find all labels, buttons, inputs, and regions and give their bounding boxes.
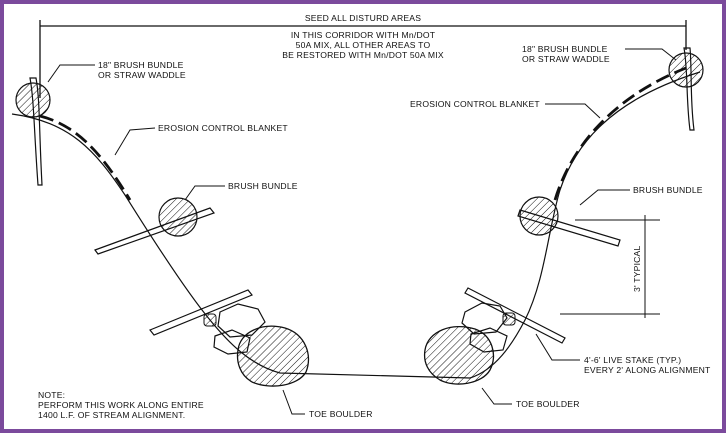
erosion-blanket-right [553, 66, 687, 201]
left-toe-boulder [236, 325, 310, 387]
note-line1: PERFORM THIS WORK ALONG ENTIRE [38, 400, 204, 410]
left-bundle-label-line1: 18" BRUSH BUNDLE [98, 60, 184, 70]
ground-profile [11, 71, 701, 379]
live-stake-label-line2: EVERY 2' ALONG ALIGNMENT [584, 365, 711, 375]
seed-note-line3: 50A MIX, ALL OTHER AREAS TO [296, 40, 431, 50]
left-top-brush-bundle [15, 77, 51, 186]
toe-boulder-left-label: TOE BOULDER [309, 409, 373, 419]
right-live-stake [464, 287, 566, 344]
right-mid-brush-bundle [517, 196, 621, 247]
left-live-stake [149, 289, 253, 336]
seed-note-line1: SEED ALL DISTURD AREAS [305, 13, 421, 23]
left-brush-label: BRUSH BUNDLE [228, 181, 298, 191]
note-title: NOTE: [38, 390, 65, 400]
seed-note-line2: IN THIS CORRIDOR WITH Mn/DOT [291, 30, 436, 40]
note-line2: 1400 L.F. OF STREAM ALIGNMENT. [38, 410, 185, 420]
left-mid-brush-bundle [94, 197, 215, 255]
right-blanket-label: EROSION CONTROL BLANKET [410, 99, 540, 109]
typical-spacing-label: 3' TYPICAL [632, 246, 642, 292]
toe-boulder-right-label: TOE BOULDER [516, 399, 580, 409]
left-toe-bundle [203, 313, 217, 327]
seed-note-line4: BE RESTORED WITH Mn/DOT 50A MIX [282, 50, 444, 60]
typical-spacing-dimension [560, 215, 660, 318]
erosion-blanket-left [39, 114, 132, 201]
right-brush-label: BRUSH BUNDLE [633, 185, 703, 195]
live-stake-label-line1: 4'-6' LIVE STAKE (TYP.) [584, 355, 681, 365]
label-leaders [47, 48, 677, 415]
right-rock-upper [461, 302, 508, 335]
left-bundle-label-line2: OR STRAW WADDLE [98, 70, 186, 80]
right-bundle-label-line1: 18" BRUSH BUNDLE [522, 44, 608, 54]
left-blanket-label: EROSION CONTROL BLANKET [158, 123, 288, 133]
right-top-brush-bundle [668, 47, 704, 131]
right-bundle-label-line2: OR STRAW WADDLE [522, 54, 610, 64]
right-toe-boulder [423, 325, 495, 385]
